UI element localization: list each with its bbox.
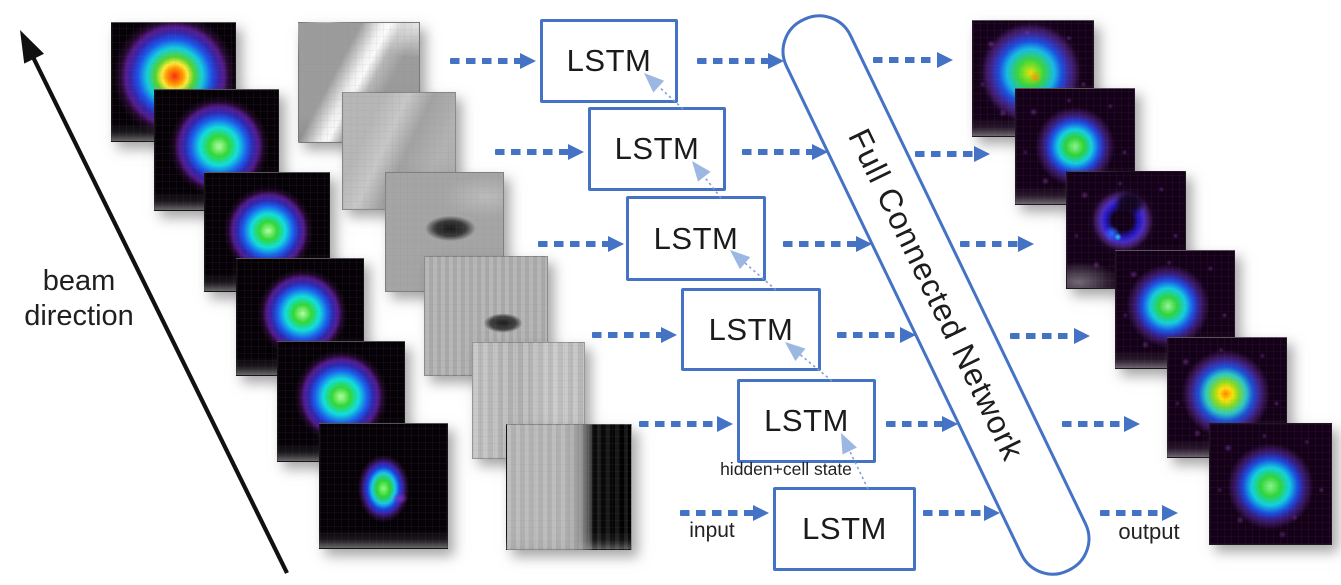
arrow-lstm-fcn-3 bbox=[783, 236, 872, 252]
input-beam-image-6 bbox=[319, 423, 448, 549]
dashed-line bbox=[495, 149, 569, 155]
beam-direction-arrowhead-icon bbox=[20, 30, 44, 64]
arrowhead-icon bbox=[568, 144, 584, 160]
hidden-cell-state-label: hidden+cell state bbox=[720, 459, 852, 479]
output-beam-image-2 bbox=[1015, 88, 1135, 205]
dashed-line bbox=[915, 151, 975, 157]
arrow-input-3 bbox=[538, 236, 624, 252]
lstm-box-label: LSTM bbox=[566, 43, 652, 78]
output-label: output bbox=[1118, 519, 1180, 544]
lstm-box-5: LSTM bbox=[737, 379, 876, 463]
beam-direction-label: beam direction bbox=[24, 265, 134, 333]
arrowhead-icon bbox=[520, 53, 536, 69]
dashed-line bbox=[837, 332, 901, 338]
arrow-input-4 bbox=[592, 327, 677, 343]
dashed-line bbox=[783, 241, 857, 247]
dashed-line bbox=[538, 241, 609, 247]
lstm-box-label: LSTM bbox=[708, 311, 794, 347]
arrow-lstm-fcn-1 bbox=[697, 53, 784, 69]
dashed-line bbox=[592, 332, 662, 338]
lstm-box-label: LSTM bbox=[614, 131, 700, 166]
dashed-line bbox=[1062, 421, 1125, 427]
lstm-box-label: LSTM bbox=[653, 220, 739, 256]
dashed-line bbox=[873, 57, 938, 63]
arrow-lstm-fcn-6 bbox=[923, 505, 1000, 521]
dashed-line bbox=[742, 149, 813, 155]
arrowhead-icon bbox=[608, 236, 624, 252]
dashed-line bbox=[923, 510, 985, 516]
arrow-lstm-fcn-2 bbox=[742, 144, 828, 160]
arrow-input-5 bbox=[639, 416, 733, 432]
input-label: input bbox=[689, 519, 735, 542]
dashed-line bbox=[697, 58, 769, 64]
arrowhead-icon bbox=[661, 327, 677, 343]
arrow-lstm-fcn-5 bbox=[886, 416, 958, 432]
arrowhead-icon bbox=[753, 505, 769, 521]
dashed-line bbox=[680, 510, 754, 516]
projection-image-6 bbox=[506, 424, 632, 550]
arrowhead-icon bbox=[937, 52, 953, 68]
arrow-input-2 bbox=[495, 144, 584, 160]
arrow-fcn-output-5 bbox=[1062, 416, 1140, 432]
arrow-fcn-output-4 bbox=[1010, 328, 1090, 344]
arrow-fcn-output-3 bbox=[960, 236, 1034, 252]
arrow-fcn-output-2 bbox=[915, 146, 990, 162]
lstm-box-2: LSTM bbox=[588, 107, 726, 191]
arrow-input-1 bbox=[450, 53, 536, 69]
dashed-line bbox=[886, 421, 943, 427]
arrow-fcn-output-1 bbox=[873, 52, 953, 68]
arrowhead-icon bbox=[974, 146, 990, 162]
arrowhead-icon bbox=[1018, 236, 1034, 252]
lstm-box-3: LSTM bbox=[626, 196, 766, 281]
lstm-box-label: LSTM bbox=[764, 403, 849, 438]
lstm-box-1: LSTM bbox=[540, 19, 678, 103]
lstm-box-label: LSTM bbox=[802, 511, 887, 546]
arrow-lstm-fcn-4 bbox=[837, 327, 916, 343]
arrowhead-icon bbox=[1124, 416, 1140, 432]
dashed-line bbox=[639, 421, 718, 427]
arrowhead-icon bbox=[717, 416, 733, 432]
lstm-box-6: LSTM bbox=[773, 487, 916, 571]
dashed-line bbox=[1010, 333, 1075, 339]
dashed-line bbox=[960, 241, 1019, 247]
dashed-line bbox=[1100, 510, 1163, 516]
lstm-box-4: LSTM bbox=[681, 288, 821, 371]
arrowhead-icon bbox=[1074, 328, 1090, 344]
output-beam-image-6 bbox=[1209, 423, 1332, 545]
dashed-line bbox=[450, 58, 521, 64]
